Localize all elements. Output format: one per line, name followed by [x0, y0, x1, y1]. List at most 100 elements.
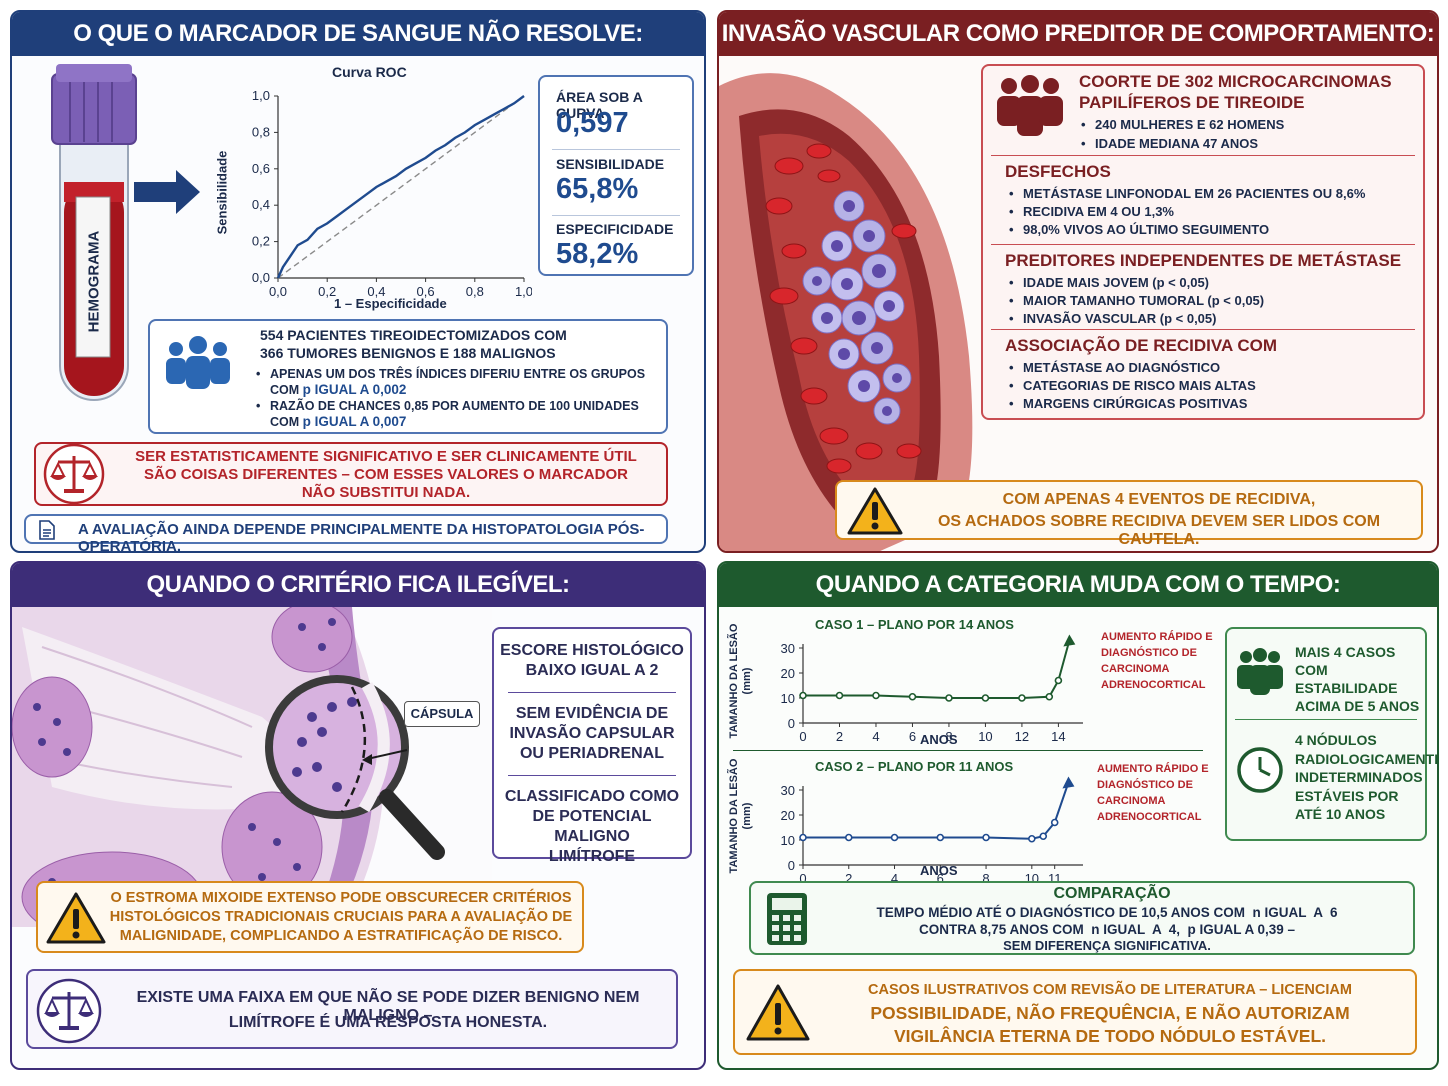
criterion-line: LIMÍTROFE	[548, 848, 636, 865]
data-point	[890, 833, 899, 842]
x-tick-label: 6	[909, 729, 916, 744]
y-tick-label: 20	[781, 808, 795, 823]
criterion-line: BAIXO IGUAL A 2	[525, 662, 659, 679]
roc-title: Curva ROC	[332, 64, 407, 80]
histopathology-note: A AVALIAÇÃO AINDA DEPENDE PRINCIPALMENTE…	[24, 514, 668, 551]
criterion-line: SEM EVIDÊNCIA DE	[515, 705, 669, 722]
panel-title: QUANDO O CRITÉRIO FICA ILEGÍVEL:	[12, 563, 704, 607]
y-axis-label: TAMANHO DA LESÃO	[728, 758, 740, 874]
y-tick-label: 0,4	[252, 197, 270, 212]
case1-annotation: AUMENTO RÁPIDO E DIAGNÓSTICO DE CARCINOM…	[1101, 629, 1213, 693]
section-list: IDADE MAIS JOVEM (p < 0,05) MAIOR TAMANH…	[1007, 274, 1264, 328]
divider	[733, 750, 1203, 751]
side-line: ESTÁVEIS POR	[1295, 787, 1399, 804]
data-point	[835, 691, 844, 700]
x-tick-label: 0,6	[417, 284, 435, 299]
note-line: EXISTE UMA FAIXA EM QUE NÃO SE PODE DIZE…	[136, 989, 640, 1024]
x-tick-label: 6	[937, 871, 944, 881]
stat-sens-value: 65,8%	[556, 173, 639, 205]
blood-vessel-illustration	[719, 73, 973, 551]
y-tick-label: 0,2	[252, 234, 270, 249]
x-tick-label: 10	[1025, 871, 1039, 881]
bullet-text: APENAS UM DOS TRÊS ÍNDICES DIFERIU ENTRE…	[270, 367, 646, 381]
y-axis-label: TAMANHO DA LESÃO	[728, 623, 740, 739]
clock-icon	[1237, 747, 1283, 793]
significance-warning: SER ESTATISTICAMENTE SIGNIFICATIVO E SER…	[34, 442, 668, 506]
panel-illegible-criterion: QUANDO O CRITÉRIO FICA ILEGÍVEL: CÁP	[10, 561, 706, 1070]
y-tick-label: 10	[781, 833, 795, 848]
stat-auc-value: 0,597	[556, 107, 629, 139]
list-item: INVASÃO VASCULAR (p < 0,05)	[1007, 310, 1264, 328]
capsule-line	[340, 686, 367, 813]
size-line	[803, 782, 1070, 840]
data-point	[908, 692, 917, 701]
case1-ylabel: TAMANHO DA LESÃO (mm)	[728, 621, 754, 741]
case-title: CASO 2 – PLANO POR 11 ANOS	[815, 759, 1014, 774]
comparison-box: COMPARAÇÃO TEMPO MÉDIO ATÉ O DIAGNÓSTICO…	[749, 881, 1415, 955]
y-axis-unit: (mm)	[741, 667, 753, 695]
p-value: p IGUAL A 0,007	[302, 414, 407, 429]
criterion: CLASSIFICADO COMO DE POTENCIAL MALIGNO L…	[494, 787, 690, 867]
magnifier-handle	[379, 789, 445, 860]
list-item: MARGENS CIRÚRGICAS POSITIVAS	[1007, 395, 1256, 413]
warning-line: HISTOLÓGICOS TRADICIONAIS CRUCIAIS PARA …	[109, 909, 573, 925]
list-item: METÁSTASE LINFONODAL EM 26 PACIENTES OU …	[1007, 185, 1365, 203]
note-line: LIMÍTROFE É UMA RESPOSTA HONESTA.	[228, 1014, 548, 1031]
x-tick-label: 2	[836, 729, 843, 744]
stroma-warning: O ESTROMA MIXOIDE EXTENSO PODE OBSCURECE…	[36, 881, 584, 953]
roc-chart: 0,00,00,20,20,40,40,60,60,80,81,01,0	[252, 88, 532, 299]
side-text: MAIS 4 CASOS COM ESTABILIDADE ACIMA DE 5…	[1295, 643, 1425, 715]
list-item: CATEGORIAS DE RISCO MAIS ALTAS	[1007, 377, 1256, 395]
list-item: METÁSTASE AO DIAGNÓSTICO	[1007, 359, 1256, 377]
list-item: 98,0% VIVOS AO ÚLTIMO SEGUIMENTO	[1007, 221, 1365, 239]
annotation-line: AUMENTO RÁPIDO E	[1097, 763, 1209, 775]
footer-text: A AVALIAÇÃO AINDA DEPENDE PRINCIPALMENTE…	[78, 521, 645, 553]
chance-diagonal	[277, 95, 525, 279]
side-line: INDETERMINADOS	[1295, 769, 1423, 785]
bullet-text: RAZÃO DE CHANCES 0,85 POR AUMENTO DE 100…	[270, 399, 639, 413]
data-point	[945, 694, 953, 702]
data-point	[1054, 676, 1063, 685]
y-tick-label: 0,6	[252, 161, 270, 176]
criteria-box: ESCORE HISTOLÓGICO BAIXO IGUAL A 2 SEM E…	[492, 627, 692, 865]
list-item: 240 MULHERES E 62 HOMENS	[1079, 115, 1284, 134]
divider	[991, 244, 1415, 245]
cohort-bullets: APENAS UM DOS TRÊS ÍNDICES DIFERIU ENTRE…	[254, 366, 664, 430]
side-line: ACIMA DE 5 ANOS	[1295, 698, 1420, 714]
y-tick-label: 20	[781, 666, 795, 681]
comparison-line: SEM DIFERENÇA SIGNIFICATIVA.	[1003, 938, 1211, 953]
section-list: METÁSTASE AO DIAGNÓSTICO CATEGORIAS DE R…	[1007, 359, 1256, 413]
annotation-line: AUMENTO RÁPIDO E	[1101, 631, 1213, 643]
warning-line: MALIGNIDADE, COMPLICANDO A ESTRATIFICAÇÃ…	[119, 928, 563, 944]
cohort-title: COORTE DE 302 MICROCARCINOMAS	[1079, 72, 1392, 91]
list-item: IDADE MAIS JOVEM (p < 0,05)	[1007, 274, 1264, 292]
roc-curve	[276, 95, 525, 279]
criterion-line: OU PERIADRENAL	[519, 745, 664, 762]
warning-line: SER ESTATISTICAMENTE SIGNIFICATIVO E SER…	[135, 448, 637, 465]
x-tick-label: 4	[872, 729, 879, 744]
y-tick-label: 1,0	[252, 88, 270, 103]
case2-xlabel: ANOS	[920, 863, 958, 878]
x-tick-label: 0,8	[466, 284, 484, 299]
criterion-line: DE POTENCIAL MALIGNO	[532, 808, 652, 845]
p-value: p IGUAL A 0,002	[302, 382, 407, 397]
people-icon	[997, 75, 1063, 136]
data-point	[982, 833, 990, 842]
bullet-text: COM	[270, 415, 303, 429]
capsule-label: CÁPSULA	[404, 701, 480, 727]
red-blood-cells	[765, 143, 922, 474]
side-line: RADIOLOGICAMENTE	[1295, 750, 1439, 767]
magnifier-lens	[265, 675, 409, 819]
x-tick-label: 8	[945, 729, 952, 744]
borderline-note: EXISTE UMA FAIXA EM QUE NÃO SE PODE DIZE…	[26, 969, 678, 1049]
warning-line: VIGILÂNCIA ETERNA DE TODO NÓDULO ESTÁVEL…	[893, 1026, 1326, 1046]
comparison-line: CONTRA 8,75 ANOS COM n IGUAL A 4, p IGUA…	[918, 922, 1296, 937]
calculator-icon	[767, 893, 807, 945]
cohort-findings-box: COORTE DE 302 MICROCARCINOMAS PAPILÍFERO…	[981, 64, 1425, 420]
blood-tube-illustration	[51, 64, 137, 401]
case-title: CASO 1 – PLANO POR 14 ANOS	[815, 617, 1014, 632]
panel-vascular-invasion: INVASÃO VASCULAR COMO PREDITOR DE COMPOR…	[717, 10, 1439, 553]
y-tick-label: 0,8	[252, 124, 270, 139]
divider	[508, 692, 676, 693]
